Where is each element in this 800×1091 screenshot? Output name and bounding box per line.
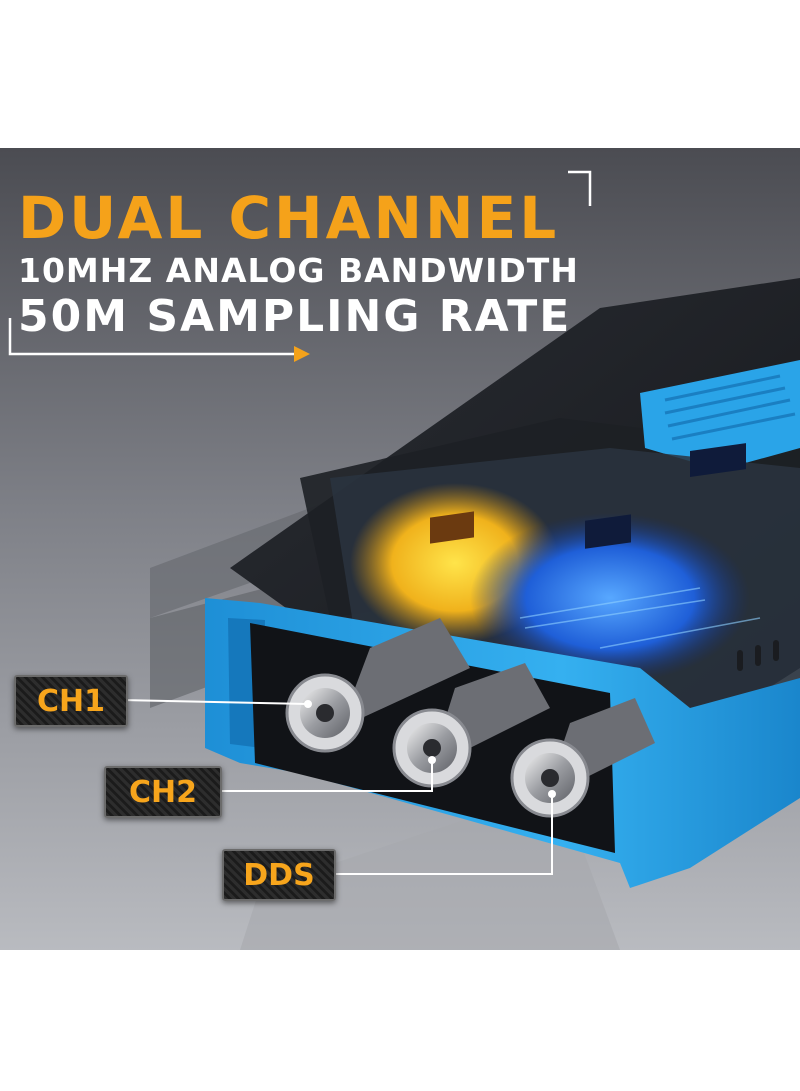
blue-circuit-glow [470, 513, 750, 683]
callout-dds-label: DDS [243, 857, 315, 893]
headline-title: DUAL CHANNEL [18, 184, 560, 252]
bnc-connector-ch1 [285, 618, 470, 753]
headline-frame [8, 170, 592, 356]
callout-lines [123, 699, 556, 875]
callout-ch1: CH1 [14, 675, 128, 727]
bnc-connector-ch2 [392, 663, 550, 788]
bnc-connector-dds [510, 698, 655, 818]
callout-ch2: CH2 [104, 766, 222, 818]
callout-ch2-label: CH2 [129, 774, 197, 810]
arrow-icon [294, 346, 310, 362]
headline-bandwidth: 10MHZ ANALOG BANDWIDTH [18, 251, 579, 290]
headline-sampling-rate: 50M SAMPLING RATE [18, 291, 572, 342]
product-banner: DUAL CHANNEL 10MHZ ANALOG BANDWIDTH 50M … [0, 148, 800, 950]
callout-ch1-label: CH1 [37, 683, 105, 719]
callout-dds: DDS [222, 849, 336, 901]
